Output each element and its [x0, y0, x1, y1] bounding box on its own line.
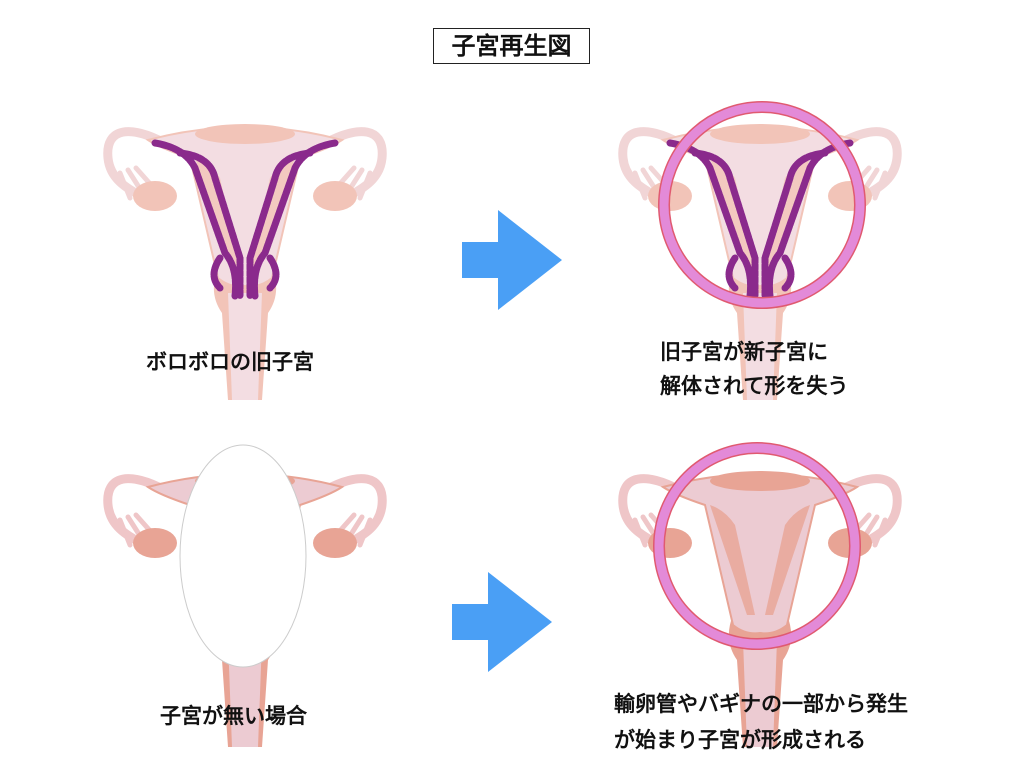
regenerated-label-line2: が始まり子宮が形成される [614, 728, 866, 752]
right-arrow-icon [462, 210, 562, 310]
right-arrow-icon [452, 572, 552, 672]
page-title: 子宮再生図 [433, 28, 590, 64]
no-uterus-label: 子宮が無い場合 [160, 704, 307, 728]
regenerated-label-line1: 輸卵管やバギナの一部から発生 [614, 692, 908, 716]
new-uterus-ring [659, 102, 865, 308]
dissolving-uterus-illustration [622, 101, 898, 400]
no-uterus-illustration [107, 444, 383, 747]
new-uterus-ring [654, 443, 860, 649]
missing-uterus-blank [179, 444, 307, 668]
dissolving-label-line2: 解体されて形を失う [660, 374, 849, 398]
dissolving-label-line1: 旧子宮が新子宮に [660, 340, 828, 364]
regenerated-uterus-illustration [622, 442, 898, 747]
old-uterus-label: ボロボロの旧子宮 [146, 350, 314, 374]
